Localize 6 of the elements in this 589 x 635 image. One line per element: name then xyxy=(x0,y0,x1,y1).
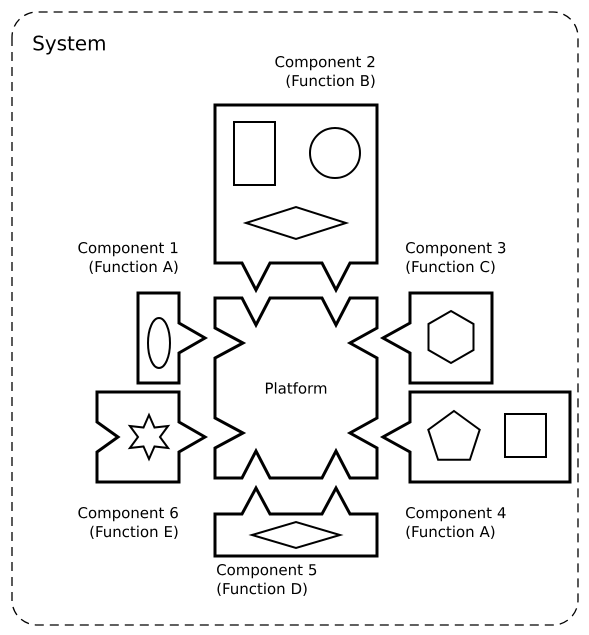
component-label: Component 5 (Function D) xyxy=(217,564,316,596)
component-label: Component 2 (Function B) xyxy=(275,56,375,88)
component-label: Component 3 (Function C) xyxy=(406,242,506,274)
component-label: Component 4 (Function A) xyxy=(406,507,506,539)
component-label: Component 1 (Function A) xyxy=(78,242,178,274)
component-label: Component 6 (Function E) xyxy=(78,507,178,539)
